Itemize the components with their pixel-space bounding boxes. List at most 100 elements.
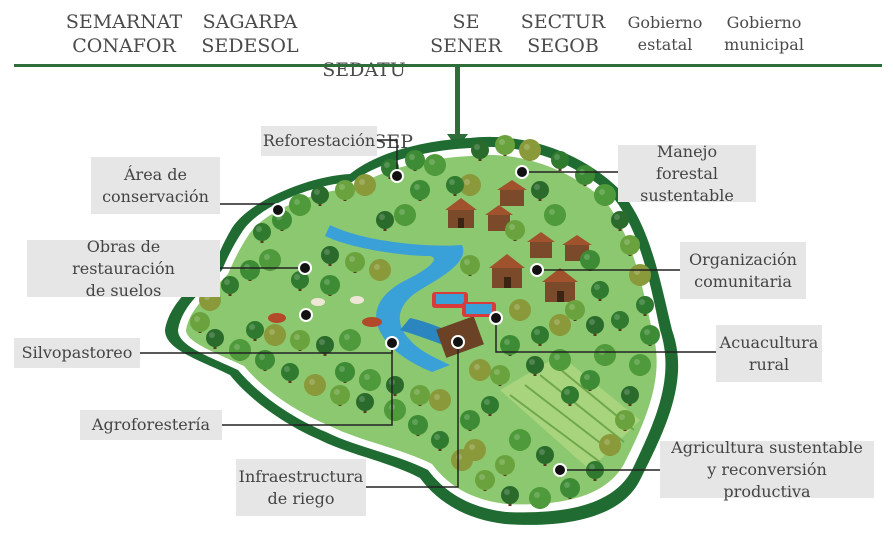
tree-icon xyxy=(551,151,569,171)
tree-icon xyxy=(330,385,350,406)
tree-icon xyxy=(460,410,480,431)
tree-icon xyxy=(629,264,651,286)
tree-icon xyxy=(481,396,499,416)
tree-icon xyxy=(410,180,430,201)
tree-icon xyxy=(255,350,275,371)
tree-icon xyxy=(529,487,551,509)
tree-icon xyxy=(549,349,571,371)
tree-icon xyxy=(408,415,428,436)
tree-icon xyxy=(560,478,580,499)
label-text: Manejo forestal xyxy=(656,141,718,183)
label-agroforesteria: Agroforestería xyxy=(80,410,222,440)
label-text: Agroforestería xyxy=(91,415,211,434)
label-text: Agricultura sustentable xyxy=(671,437,863,457)
tree-icon xyxy=(356,393,374,413)
tree-icon xyxy=(281,363,299,383)
cows xyxy=(268,296,382,327)
tree-icon xyxy=(471,141,489,161)
label-text: Organización xyxy=(689,249,797,269)
agency-sagarpa-sedesol: SAGARPA SEDESOL xyxy=(198,10,302,58)
tree-icon xyxy=(359,369,381,391)
tree-icon xyxy=(431,431,449,451)
tree-icon xyxy=(536,446,554,466)
agency-line2: municipal xyxy=(724,35,804,54)
tree-icon xyxy=(575,165,595,186)
agency-line1: Gobierno xyxy=(627,13,703,32)
tree-icon xyxy=(291,271,309,291)
tree-icon xyxy=(446,176,464,196)
tree-icon xyxy=(509,299,531,321)
tree-icon xyxy=(640,325,660,346)
tree-icon xyxy=(591,281,609,301)
agency-line2: CONAFOR xyxy=(72,35,176,57)
tree-icon xyxy=(376,211,394,231)
label-text: Obras de restauración xyxy=(72,236,175,278)
tree-icon xyxy=(321,246,339,266)
tree-icon xyxy=(565,300,585,321)
tree-icon xyxy=(580,250,600,271)
label-text: Reforestación xyxy=(262,131,376,150)
label-text: rural xyxy=(748,354,790,374)
tree-icon xyxy=(611,311,629,331)
tree-icon xyxy=(611,211,629,231)
marker-dots xyxy=(271,165,567,477)
agency-line1: SEMARNAT xyxy=(65,11,183,33)
tree-icon xyxy=(311,186,329,206)
label-text: Infraestructura xyxy=(238,466,364,486)
agency-gobierno-municipal: Gobierno municipal xyxy=(716,12,812,56)
label-text: Área de xyxy=(123,164,187,184)
tree-icon xyxy=(410,385,430,406)
tree-icon xyxy=(531,326,549,346)
tree-icon xyxy=(464,439,486,461)
tree-icon xyxy=(229,339,251,361)
label-text: Silvopastoreo xyxy=(21,343,133,362)
agency-se-sener: SE SENER xyxy=(425,10,507,58)
tree-icon xyxy=(620,235,640,256)
tree-icon xyxy=(369,259,391,281)
agency-line2: SEGOB xyxy=(527,35,599,57)
tree-icon xyxy=(599,434,621,456)
label-text: comunitaria xyxy=(694,271,792,291)
tree-icon xyxy=(335,362,355,383)
tree-icon xyxy=(221,276,239,296)
tree-icon xyxy=(459,174,481,196)
houses xyxy=(445,180,592,302)
agency-semarnat-conafor: SEMARNAT CONAFOR xyxy=(62,10,186,58)
tree-icon xyxy=(629,354,651,376)
tree-icon xyxy=(495,135,515,156)
agency-line1: SAGARPA xyxy=(202,11,298,33)
label-text: de suelos xyxy=(85,280,162,300)
tree-icon xyxy=(531,181,549,201)
tree-icon xyxy=(246,321,264,341)
label-text: conservación xyxy=(102,186,209,206)
tree-icon xyxy=(505,220,525,241)
label-reforestacion: Reforestación xyxy=(261,126,377,156)
tree-icon xyxy=(240,260,260,281)
tree-icon xyxy=(429,389,451,411)
tree-icon xyxy=(339,329,361,351)
tree-icon xyxy=(580,370,600,391)
label-text: Acuacultura xyxy=(719,332,819,352)
agency-line2: SEDESOL xyxy=(201,35,299,57)
tree-icon xyxy=(206,329,224,349)
label-text: sustentable xyxy=(640,185,734,205)
agency-sectur-segob: SECTUR SEGOB xyxy=(516,10,610,58)
tree-icon xyxy=(264,324,286,346)
tree-icon xyxy=(594,344,616,366)
header-connector xyxy=(455,66,460,136)
tree-icon xyxy=(636,296,654,316)
tree-icon xyxy=(405,150,425,171)
tree-icon xyxy=(394,204,416,226)
header-divider xyxy=(14,64,882,67)
tree-icon xyxy=(469,359,491,381)
tree-icon xyxy=(289,194,311,216)
tree-icon xyxy=(424,154,446,176)
